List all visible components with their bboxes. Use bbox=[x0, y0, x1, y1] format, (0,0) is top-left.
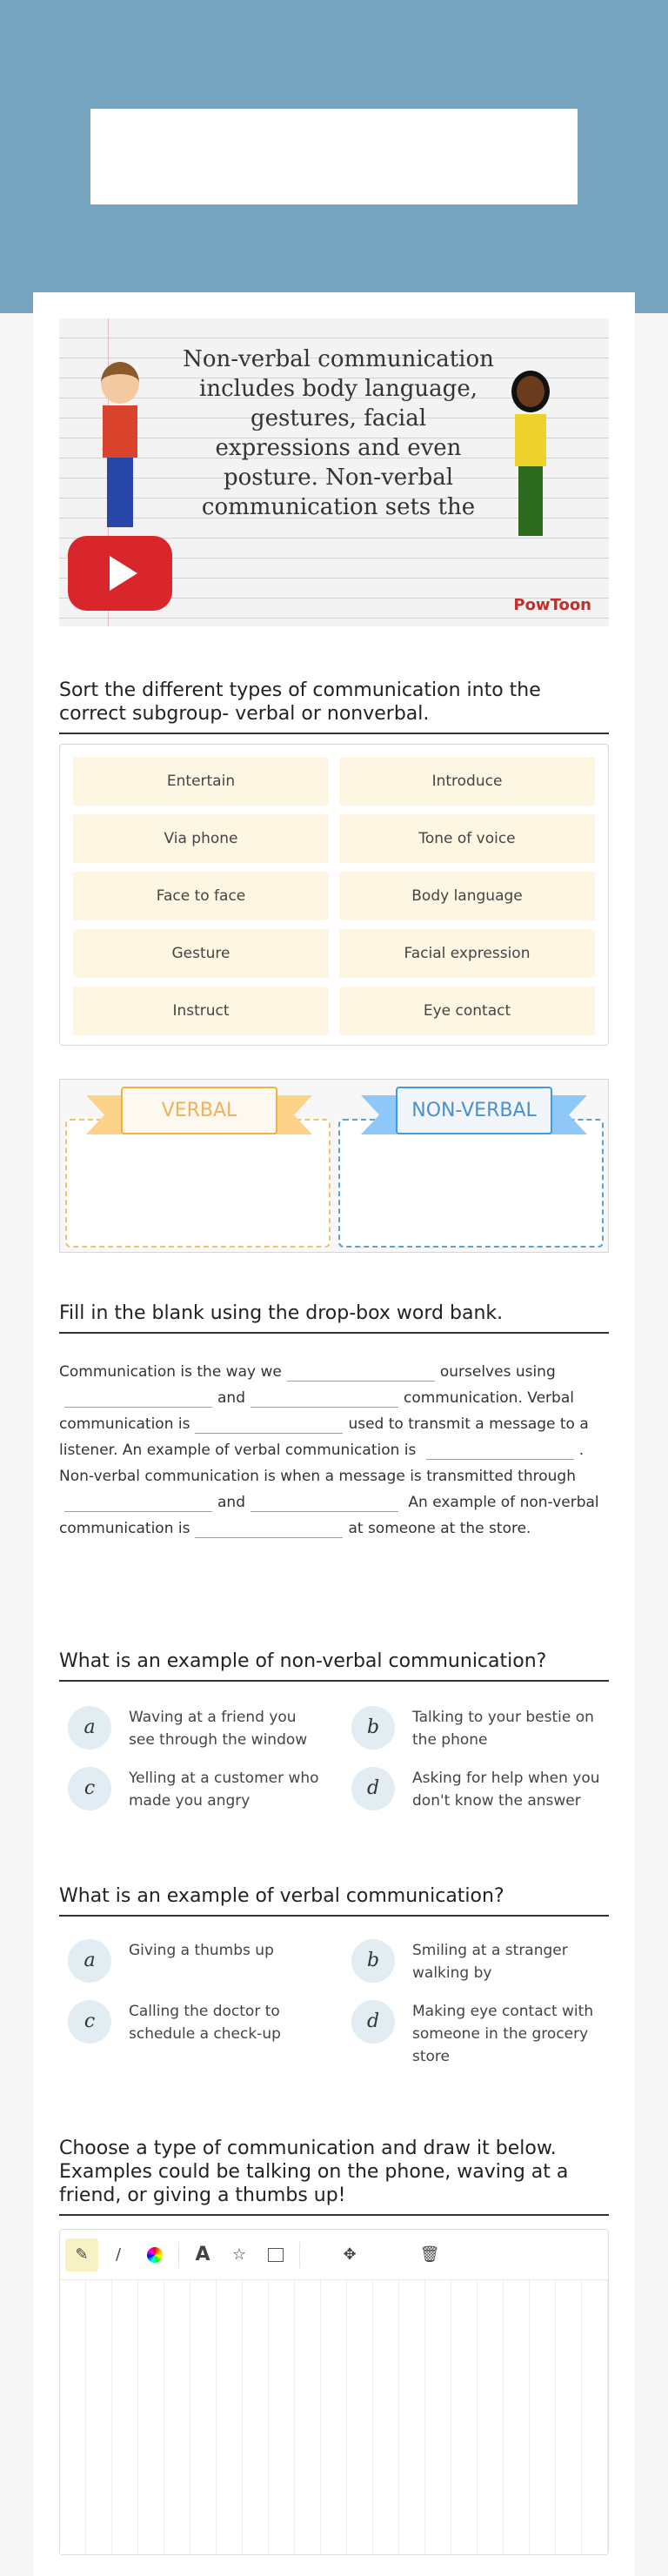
passage-text: Verbal communication is bbox=[59, 1389, 574, 1433]
blank-dropdown[interactable] bbox=[195, 1519, 344, 1538]
video-player[interactable]: Non-verbal communication includes body l… bbox=[59, 318, 609, 626]
blank-dropdown[interactable] bbox=[425, 1441, 574, 1460]
verbal-label: VERBAL bbox=[121, 1087, 277, 1134]
verbal-drop-zone[interactable] bbox=[65, 1119, 331, 1248]
passage-text: and bbox=[217, 1494, 245, 1511]
blank-dropdown[interactable] bbox=[250, 1388, 398, 1408]
option-letter: c bbox=[68, 2000, 111, 2044]
sort-categories: VERBAL NON-VERBAL bbox=[59, 1079, 609, 1253]
girl-illustration bbox=[504, 371, 557, 545]
q3-title: What is an example of non-verbal communi… bbox=[59, 1649, 609, 1682]
answer-option[interactable]: d Making eye contact with someone in the … bbox=[343, 2000, 609, 2068]
option-letter: b bbox=[351, 1706, 395, 1750]
star-icon[interactable]: ☆ bbox=[231, 2245, 247, 2264]
answer-option[interactable]: d Asking for help when you don't know the… bbox=[343, 1767, 609, 1812]
sort-item[interactable]: Tone of voice bbox=[339, 814, 595, 863]
passage-text: An example of non-verbal communication i… bbox=[59, 1494, 599, 1537]
blank-dropdown[interactable] bbox=[250, 1493, 398, 1512]
verbal-ribbon: VERBAL bbox=[86, 1087, 312, 1134]
option-letter: d bbox=[351, 2000, 395, 2044]
option-letter: a bbox=[68, 1706, 111, 1750]
sort-item[interactable]: Introduce bbox=[339, 757, 595, 806]
sort-item[interactable]: Instruct bbox=[73, 987, 329, 1035]
sort-item[interactable]: Entertain bbox=[73, 757, 329, 806]
worksheet-title-box bbox=[90, 109, 578, 204]
answer-option[interactable]: a Giving a thumbs up bbox=[59, 1939, 325, 1984]
option-text: Making eye contact with someone in the g… bbox=[412, 2003, 594, 2065]
fill-in-blank-passage: Communication is the way we ourselves usi… bbox=[59, 1359, 609, 1542]
option-text: Smiling at a stranger walking by bbox=[412, 1942, 568, 1982]
toolbar-divider bbox=[178, 2241, 179, 2268]
brush-icon[interactable]: / bbox=[115, 2245, 122, 2264]
q3-options: a Waving at a friend you see through the … bbox=[59, 1706, 609, 1812]
answer-option[interactable]: c Calling the doctor to schedule a check-… bbox=[59, 2000, 325, 2068]
option-letter: b bbox=[351, 1939, 395, 1983]
sort-item[interactable]: Gesture bbox=[73, 929, 329, 978]
passage-text: at someone at the store. bbox=[348, 1520, 531, 1537]
sort-item[interactable]: Via phone bbox=[73, 814, 329, 863]
image-icon[interactable] bbox=[259, 2238, 292, 2272]
option-text: Calling the doctor to schedule a check-u… bbox=[129, 2003, 281, 2043]
video-caption: Non-verbal communication includes body l… bbox=[183, 346, 494, 520]
q5-title: Choose a type of communication and draw … bbox=[59, 2137, 609, 2216]
passage-text: used to transmit a message to a listener… bbox=[59, 1415, 589, 1459]
trash-icon[interactable]: 🗑 bbox=[419, 2245, 440, 2264]
youtube-play-icon[interactable] bbox=[68, 536, 172, 611]
pencil-icon[interactable]: ✎ bbox=[65, 2238, 98, 2272]
q4-options: a Giving a thumbs up b Smiling at a strange… bbox=[59, 1939, 609, 2068]
passage-text: ourselves using bbox=[439, 1363, 556, 1381]
option-text: Waving at a friend you see through the w… bbox=[129, 1709, 308, 1749]
toolbar-divider bbox=[299, 2241, 300, 2268]
color-wheel-icon[interactable] bbox=[138, 2238, 171, 2272]
option-letter: d bbox=[351, 1767, 395, 1810]
option-letter: a bbox=[68, 1939, 111, 1983]
option-text: Giving a thumbs up bbox=[129, 1942, 274, 1959]
worksheet-card: Non-verbal communication includes body l… bbox=[33, 292, 635, 2576]
option-text: Talking to your bestie on the phone bbox=[412, 1709, 594, 1749]
blank-dropdown[interactable] bbox=[64, 1493, 212, 1512]
drawing-toolbar: ✎ / A ☆ ✥ 🗑 bbox=[60, 2230, 608, 2280]
passage-text: communication. bbox=[403, 1389, 523, 1407]
drawing-canvas[interactable] bbox=[60, 2280, 608, 2554]
non-verbal-ribbon: NON-VERBAL bbox=[361, 1087, 587, 1134]
option-text: Yelling at a customer who made you angry bbox=[129, 1770, 319, 1810]
q2-title: Fill in the blank using the drop-box wor… bbox=[59, 1301, 609, 1334]
blank-dropdown[interactable] bbox=[64, 1388, 212, 1408]
answer-option[interactable]: b Talking to your bestie on the phone bbox=[343, 1706, 609, 1751]
option-text: Asking for help when you don't know the … bbox=[412, 1770, 600, 1810]
q4-title: What is an example of verbal communicati… bbox=[59, 1884, 609, 1917]
non-verbal-drop-zone[interactable] bbox=[338, 1119, 604, 1248]
blank-dropdown[interactable] bbox=[286, 1362, 435, 1382]
passage-text: and bbox=[217, 1389, 245, 1407]
answer-option[interactable]: b Smiling at a stranger walking by bbox=[343, 1939, 609, 1984]
q1-title: Sort the different types of communicatio… bbox=[59, 679, 609, 734]
boy-illustration bbox=[94, 362, 146, 536]
passage-text: Communication is the way we bbox=[59, 1363, 282, 1381]
answer-option[interactable]: c Yelling at a customer who made you angr… bbox=[59, 1767, 325, 1812]
sort-item[interactable]: Body language bbox=[339, 872, 595, 920]
answer-option[interactable]: a Waving at a friend you see through the … bbox=[59, 1706, 325, 1751]
blank-dropdown[interactable] bbox=[195, 1415, 344, 1434]
sort-item[interactable]: Face to face bbox=[73, 872, 329, 920]
move-icon[interactable]: ✥ bbox=[343, 2245, 357, 2264]
sort-item[interactable]: Eye contact bbox=[339, 987, 595, 1035]
passage-text: . Non-verbal communication is when a mes… bbox=[59, 1442, 584, 1485]
text-icon[interactable]: A bbox=[195, 2244, 210, 2265]
option-letter: c bbox=[68, 1767, 111, 1810]
powtoon-logo: PowToon bbox=[513, 596, 591, 614]
non-verbal-label: NON-VERBAL bbox=[396, 1087, 552, 1134]
drawing-area: ✎ / A ☆ ✥ 🗑 bbox=[59, 2229, 609, 2555]
sort-item[interactable]: Facial expression bbox=[339, 929, 595, 978]
